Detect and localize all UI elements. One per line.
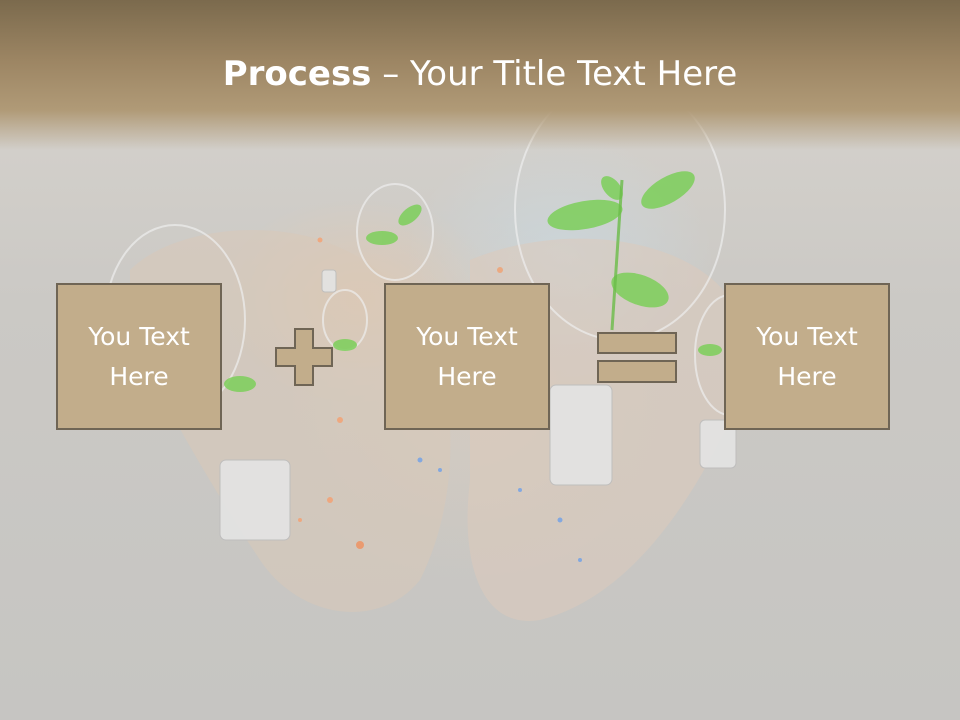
title-rest: – Your Title Text Here xyxy=(371,54,738,94)
process-box-3-line-1: You Text xyxy=(756,321,858,351)
plus-icon[interactable] xyxy=(274,327,334,391)
process-box-3-line-2: Here xyxy=(777,361,837,391)
process-box-2[interactable]: You Text Here xyxy=(384,283,550,430)
process-box-1-text: You Text Here xyxy=(88,317,190,397)
process-box-1[interactable]: You Text Here xyxy=(56,283,222,430)
process-box-2-text: You Text Here xyxy=(416,317,518,397)
equals-icon[interactable] xyxy=(596,331,678,389)
process-box-2-line-1: You Text xyxy=(416,321,518,351)
process-box-2-line-2: Here xyxy=(437,361,497,391)
title-band xyxy=(0,0,960,150)
process-box-1-line-2: Here xyxy=(109,361,169,391)
title-bold-word: Process xyxy=(222,54,372,94)
process-box-3[interactable]: You Text Here xyxy=(724,283,890,430)
process-box-1-line-1: You Text xyxy=(88,321,190,351)
process-box-3-text: You Text Here xyxy=(756,317,858,397)
slide-title[interactable]: Process – Your Title Text Here xyxy=(0,54,960,94)
